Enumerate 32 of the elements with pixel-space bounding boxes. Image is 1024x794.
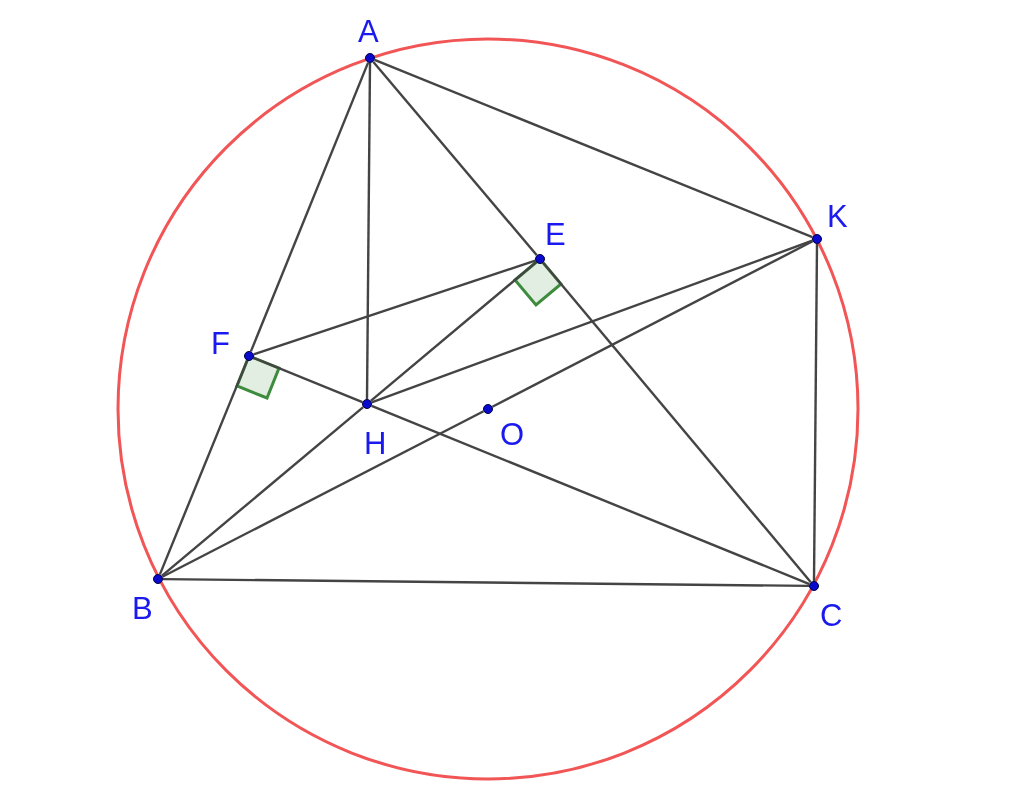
point-label: H bbox=[364, 428, 387, 459]
point-label: F bbox=[211, 328, 230, 359]
line-segment bbox=[374, 58, 813, 239]
point-marker bbox=[244, 351, 254, 361]
point-label: B bbox=[132, 593, 153, 624]
line-segment bbox=[371, 239, 813, 404]
line-segment bbox=[161, 406, 364, 577]
line-segment bbox=[253, 356, 363, 404]
point-label: E bbox=[545, 219, 566, 250]
line-segment bbox=[158, 360, 249, 575]
point-marker bbox=[365, 53, 375, 63]
line-segment bbox=[253, 259, 536, 356]
line-segment bbox=[812, 244, 819, 581]
point-label: O bbox=[500, 419, 525, 450]
line-segment bbox=[491, 240, 814, 408]
point-marker bbox=[809, 581, 819, 591]
point-marker bbox=[812, 234, 822, 244]
line-segment bbox=[371, 404, 810, 586]
point-label: A bbox=[358, 16, 379, 47]
point-marker bbox=[153, 574, 163, 584]
point-label: K bbox=[827, 201, 848, 232]
point-label: C bbox=[820, 600, 843, 631]
line-segment bbox=[542, 262, 812, 583]
point-marker bbox=[362, 399, 372, 409]
line-segment bbox=[249, 62, 370, 352]
line-segment bbox=[370, 261, 537, 402]
point-marker bbox=[535, 254, 545, 264]
line-segment bbox=[372, 61, 538, 256]
line-segment bbox=[163, 577, 809, 588]
line-segment bbox=[365, 63, 372, 399]
line-segment bbox=[161, 410, 485, 578]
point-marker bbox=[483, 404, 493, 414]
